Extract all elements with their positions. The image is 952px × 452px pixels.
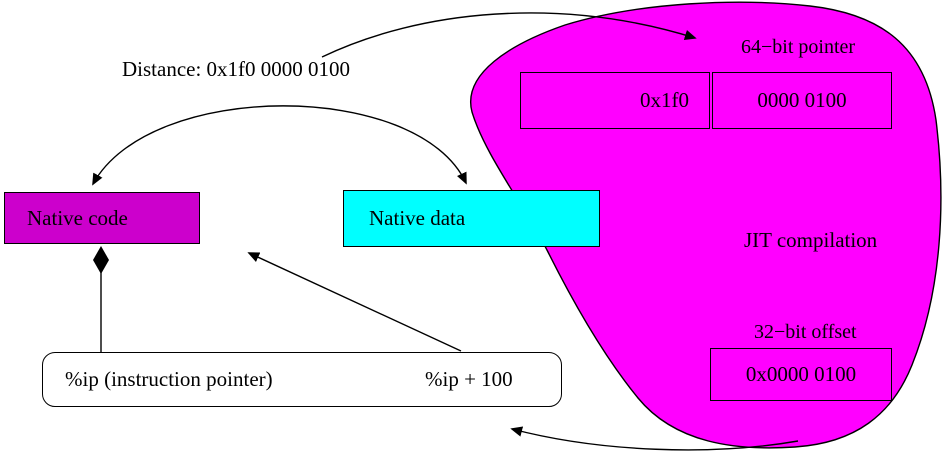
offset-value-box: 0x0000 0100 (710, 348, 892, 401)
native-code-data-distance-arc (92, 105, 467, 186)
blob-to-ip-arrow (510, 426, 799, 451)
pointer-low-value: 0000 0100 (757, 88, 847, 112)
native-code-box: Native code (4, 192, 200, 244)
distance-to-pointer-arrow (321, 12, 697, 58)
jit-compilation-label: JIT compilation (744, 228, 878, 252)
offset-32bit-title: 32−bit offset (754, 321, 857, 343)
instruction-pointer-box: %ip (instruction pointer) %ip + 100 (42, 352, 562, 407)
ip-offset-arrow (247, 252, 462, 352)
distance-label: Distance: 0x1f0 0000 0100 (122, 57, 351, 81)
ip-label: %ip (instruction pointer) (65, 367, 273, 391)
offset-value: 0x0000 0100 (745, 362, 857, 386)
ip-diamond-connector (93, 246, 109, 274)
pointer-high-value: 0x1f0 (640, 88, 689, 112)
pointer-low-box: 0000 0100 (712, 72, 892, 129)
native-data-box: Native data (343, 190, 600, 247)
native-code-label: Native code (27, 205, 128, 230)
pointer-64bit-title: 64−bit pointer (741, 36, 856, 58)
pointer-high-box: 0x1f0 (520, 72, 710, 129)
ip-plus-100-label: %ip + 100 (425, 367, 513, 391)
native-data-label: Native data (369, 206, 466, 230)
